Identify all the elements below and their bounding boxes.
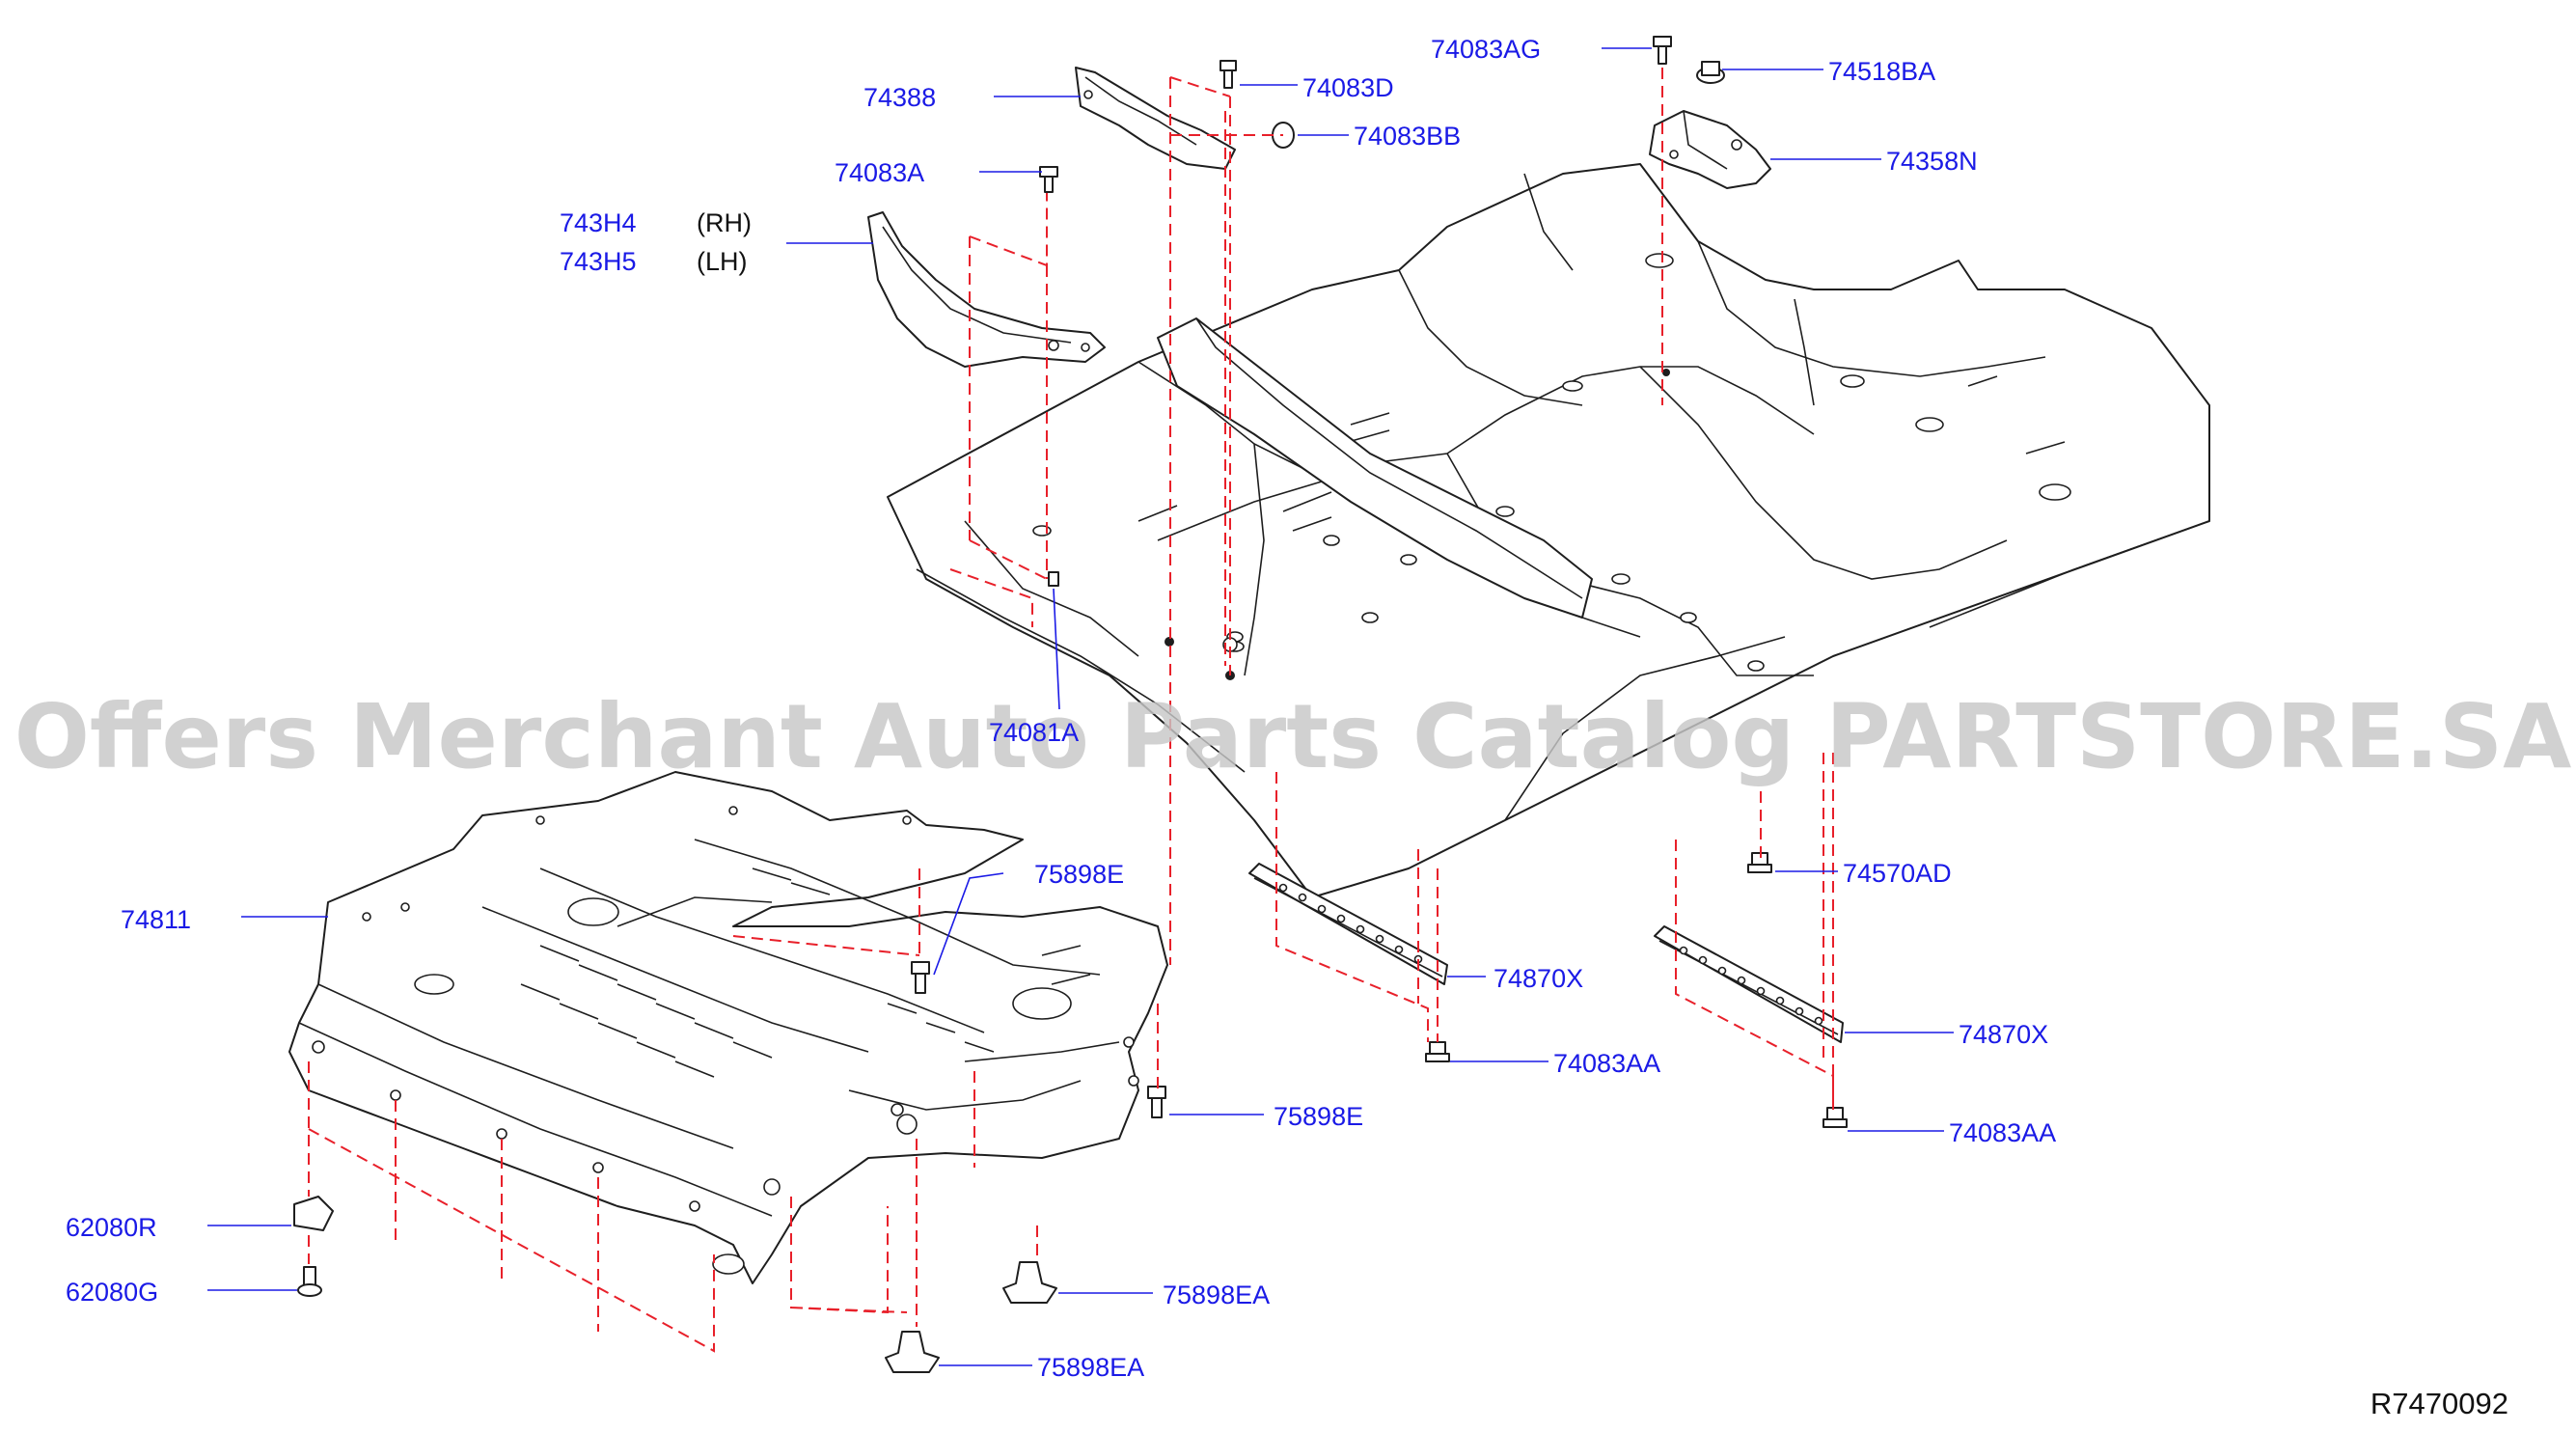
- bolt-74083aa-b: [1822, 1107, 1848, 1128]
- label-75898e-bottom[interactable]: 75898E: [1274, 1102, 1363, 1131]
- label-74081a[interactable]: 74081A: [989, 718, 1079, 747]
- reinforcement-74870x-right: [1654, 925, 1844, 1043]
- label-74083aa-left[interactable]: 74083AA: [1553, 1049, 1660, 1078]
- label-74358n[interactable]: 74358N: [1886, 147, 1978, 176]
- part-labels: 74083AG 74518BA 74388 74083D 74083BB 743…: [66, 35, 2056, 1382]
- clip-75898ea-a: [1002, 1261, 1057, 1304]
- label-75898e-top[interactable]: 75898E: [1034, 860, 1124, 889]
- watermark-text: Offers Merchant Auto Parts Catalog PARTS…: [14, 685, 2572, 788]
- bracket-74388: [1075, 67, 1236, 170]
- bracket-743h4-743h5: [867, 211, 1106, 368]
- clip-74081a: [1048, 571, 1059, 587]
- label-743h5-side: (LH): [697, 247, 748, 276]
- label-74083a[interactable]: 74083A: [835, 158, 924, 187]
- label-74083aa-right[interactable]: 74083AA: [1949, 1118, 2056, 1147]
- label-743h4-side: (RH): [697, 208, 752, 237]
- engine-under-cover: [288, 771, 1168, 1284]
- label-74870x-left[interactable]: 74870X: [1494, 964, 1583, 993]
- label-74388[interactable]: 74388: [863, 83, 936, 112]
- clip-75898e-b: [1147, 1086, 1166, 1118]
- bracket-62080r: [293, 1196, 334, 1231]
- diagram-reference-id: R7470092: [2370, 1387, 2508, 1420]
- assembly-dashes: [308, 68, 1834, 1353]
- label-74811[interactable]: 74811: [121, 905, 191, 934]
- label-74518ba[interactable]: 74518BA: [1828, 57, 1935, 86]
- label-74083d[interactable]: 74083D: [1302, 73, 1394, 102]
- bracket-74358n: [1649, 110, 1771, 189]
- label-74870x-right[interactable]: 74870X: [1959, 1020, 2048, 1049]
- label-743h5[interactable]: 743H5: [560, 247, 637, 276]
- label-743h4[interactable]: 743H4: [560, 208, 637, 237]
- clip-75898ea-b: [885, 1331, 940, 1373]
- bolt-62080g: [297, 1266, 322, 1297]
- leader-lines: [207, 47, 1954, 1366]
- label-62080g[interactable]: 62080G: [66, 1278, 158, 1307]
- reinforcement-74870x-left: [1248, 863, 1448, 985]
- label-75898ea-upper[interactable]: 75898EA: [1163, 1281, 1270, 1309]
- fastener-74083ag: [1653, 36, 1672, 65]
- label-74083ag[interactable]: 74083AG: [1431, 35, 1541, 64]
- label-75898ea-lower[interactable]: 75898EA: [1037, 1353, 1144, 1382]
- label-74083bb[interactable]: 74083BB: [1354, 122, 1461, 151]
- floor-tunnel: [1157, 317, 1593, 619]
- clip-75898e-a: [911, 961, 930, 994]
- bolt-74083d: [1219, 60, 1237, 89]
- nut-74518ba: [1696, 61, 1725, 84]
- bolt-74083aa-a: [1425, 1041, 1450, 1062]
- bolt-74083a: [1039, 166, 1058, 193]
- label-74570ad[interactable]: 74570AD: [1843, 859, 1952, 888]
- label-62080r[interactable]: 62080R: [66, 1213, 157, 1242]
